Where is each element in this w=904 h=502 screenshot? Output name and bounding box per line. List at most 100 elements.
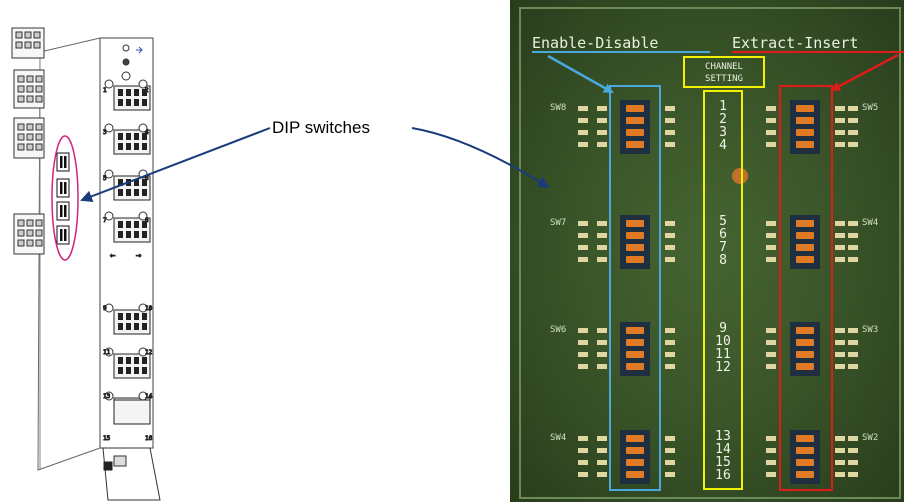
solder-pad (597, 352, 607, 357)
slot-number: 4 (145, 129, 149, 136)
solder-pad (665, 257, 675, 262)
channel-number: 4 (719, 138, 727, 153)
enable-disable-switch (620, 215, 650, 269)
solder-pad (597, 340, 607, 345)
solder-pad (766, 118, 776, 123)
solder-pad (766, 221, 776, 226)
slot-number: 9 (103, 305, 107, 312)
solder-pad (597, 233, 607, 238)
solder-pad (597, 448, 607, 453)
solder-pad (665, 328, 675, 333)
solder-pad (597, 130, 607, 135)
slot-number: 5 (103, 175, 107, 182)
solder-pad (665, 130, 675, 135)
solder-pad (848, 460, 858, 465)
card-drawing: 12345678910111213141516←→ (12, 28, 160, 500)
solder-pad (597, 436, 607, 441)
solder-pad (665, 436, 675, 441)
solder-pad (665, 364, 675, 369)
solder-pad (578, 233, 588, 238)
right-arrow-icon: → (136, 251, 142, 261)
solder-pad (835, 118, 845, 123)
left-arrow-icon: ← (110, 251, 116, 261)
solder-pad (766, 106, 776, 111)
switch-label: SW6 (550, 325, 566, 335)
solder-pad (766, 130, 776, 135)
front-connector (105, 170, 150, 200)
solder-pad (665, 472, 675, 477)
solder-pad (578, 118, 588, 123)
solder-pad (766, 472, 776, 477)
extract-insert-label: Extract-Insert (732, 34, 858, 52)
solder-pad (597, 364, 607, 369)
solder-pad (665, 118, 675, 123)
solder-pad (848, 328, 858, 333)
solder-pad (578, 257, 588, 262)
solder-pad (835, 472, 845, 477)
solder-pad (597, 106, 607, 111)
enable-disable-switch (620, 430, 650, 484)
slot-number: 13 (103, 393, 111, 400)
solder-pad (578, 352, 588, 357)
solder-pad (835, 142, 845, 147)
solder-pad (835, 436, 845, 441)
solder-pad (578, 340, 588, 345)
solder-pad (848, 472, 858, 477)
solder-pad (597, 460, 607, 465)
switch-label: SW8 (550, 103, 566, 113)
solder-pad (766, 233, 776, 238)
solder-pad (848, 221, 858, 226)
solder-pad (578, 221, 588, 226)
solder-pad (665, 460, 675, 465)
solder-pad (597, 118, 607, 123)
slot-number: 14 (145, 393, 153, 400)
switch-label: SW4 (550, 433, 566, 443)
solder-pad (766, 460, 776, 465)
front-connector (105, 212, 150, 242)
channel-number: 16 (715, 468, 731, 483)
solder-pad (578, 472, 588, 477)
slot-number: 15 (103, 435, 111, 442)
solder-pad (848, 436, 858, 441)
slot-number: 8 (145, 217, 149, 224)
slot-number: 12 (145, 349, 153, 356)
slot-number: 10 (145, 305, 153, 312)
channel-label-line2: SETTING (705, 74, 743, 84)
solder-pad (835, 245, 845, 250)
solder-pad (665, 352, 675, 357)
solder-pad (848, 233, 858, 238)
solder-pad (848, 142, 858, 147)
solder-pad (766, 340, 776, 345)
solder-pad (766, 257, 776, 262)
ejector-handle (103, 448, 160, 500)
solder-pad (597, 142, 607, 147)
slot-number: 7 (103, 217, 107, 224)
solder-pad (597, 472, 607, 477)
solder-pad (835, 257, 845, 262)
solder-pad (848, 130, 858, 135)
solder-pad (578, 436, 588, 441)
switch-label: SW2 (862, 433, 878, 443)
solder-pad (578, 130, 588, 135)
enable-disable-switch (620, 100, 650, 154)
status-led (732, 168, 748, 184)
solder-pad (848, 340, 858, 345)
solder-pad (597, 245, 607, 250)
solder-pad (766, 364, 776, 369)
enable-disable-switch (620, 322, 650, 376)
solder-pad (848, 245, 858, 250)
solder-pad (665, 245, 675, 250)
slot-number: 16 (145, 435, 153, 442)
switch-label: SW3 (862, 325, 878, 335)
solder-pad (835, 448, 845, 453)
solder-pad (578, 106, 588, 111)
solder-pad (766, 352, 776, 357)
solder-pad (578, 448, 588, 453)
solder-pad (835, 106, 845, 111)
front-connector (105, 348, 150, 378)
solder-pad (835, 130, 845, 135)
solder-pad (848, 106, 858, 111)
solder-pad (766, 142, 776, 147)
solder-pad (766, 448, 776, 453)
